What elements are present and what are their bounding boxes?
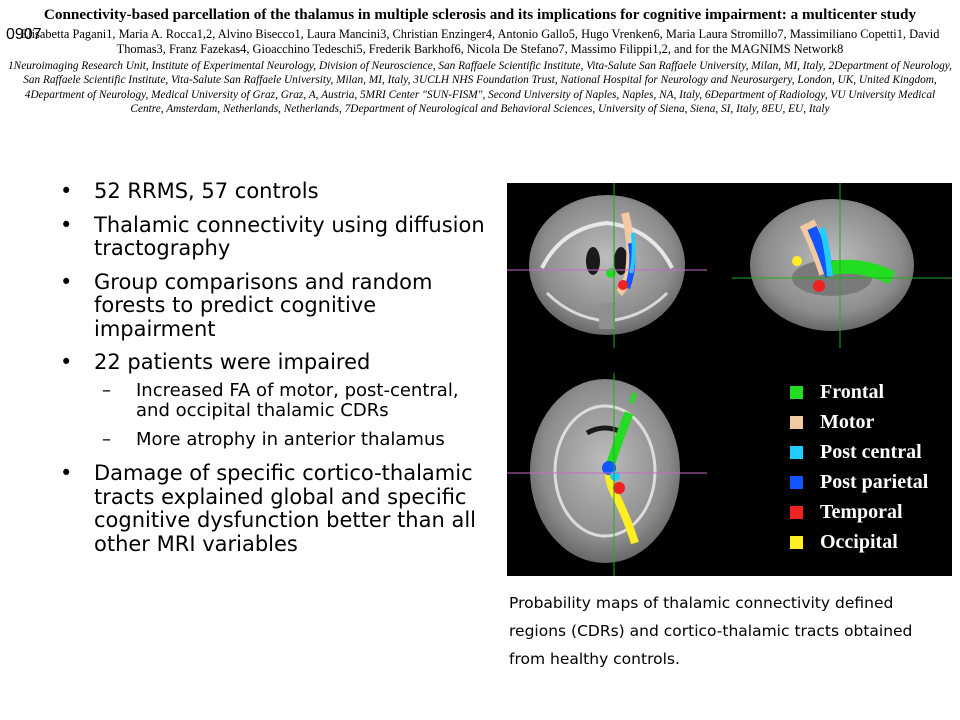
tract-legend: Frontal Motor Post central Post parietal… — [790, 378, 928, 558]
legend-swatch — [790, 476, 803, 489]
bullet-item: Group comparisons and random forests to … — [58, 270, 488, 342]
bullet-item: 22 patients were impaired — [58, 350, 488, 375]
legend-label: Frontal — [820, 381, 885, 403]
slide-number: 0907 — [6, 26, 42, 43]
legend-swatch — [790, 506, 803, 519]
paper-title: Connectivity-based parcellation of the t… — [43, 6, 917, 23]
brain-mri-illustration — [507, 183, 952, 576]
legend-item-post-parietal: Post parietal — [790, 468, 928, 498]
legend-label: Motor — [820, 411, 875, 433]
legend-label: Post central — [820, 441, 922, 463]
legend-item-motor: Motor — [790, 408, 928, 438]
bullet-item: Thalamic connectivity using diffusion tr… — [58, 213, 488, 261]
legend-label: Post parietal — [820, 471, 929, 493]
legend-label: Temporal — [820, 501, 903, 523]
sagittal-view — [732, 183, 952, 348]
legend-swatch — [790, 446, 803, 459]
legend-label: Occipital — [820, 531, 898, 553]
legend-item-occipital: Occipital — [790, 528, 928, 558]
axial-view — [507, 373, 707, 576]
legend-item-temporal: Temporal — [790, 498, 928, 528]
bullet-list: 52 RRMS, 57 controls Thalamic connectivi… — [58, 179, 488, 566]
brain-mri-figure — [507, 183, 952, 576]
figure-caption: Probability maps of thalamic connectivit… — [509, 594, 913, 668]
legend-swatch — [790, 416, 803, 429]
bullet-item: Damage of specific cortico-thalamic trac… — [58, 461, 488, 556]
legend-item-post-central: Post central — [790, 438, 928, 468]
author-list: Elisabetta Pagani1, Maria A. Rocca1,2, A… — [20, 27, 940, 56]
affiliations: 1Neuroimaging Research Unit, Institute o… — [8, 60, 952, 116]
legend-swatch — [790, 386, 803, 399]
legend-swatch — [790, 536, 803, 549]
bullet-item: 52 RRMS, 57 controls — [58, 179, 488, 204]
sub-bullet-item: Increased FA of motor, post-central, and… — [58, 380, 488, 422]
coronal-view — [507, 183, 707, 348]
legend-item-frontal: Frontal — [790, 378, 928, 408]
paper-header: Connectivity-based parcellation of the t… — [8, 6, 952, 117]
sub-bullet-item: More atrophy in anterior thalamus — [58, 429, 488, 451]
